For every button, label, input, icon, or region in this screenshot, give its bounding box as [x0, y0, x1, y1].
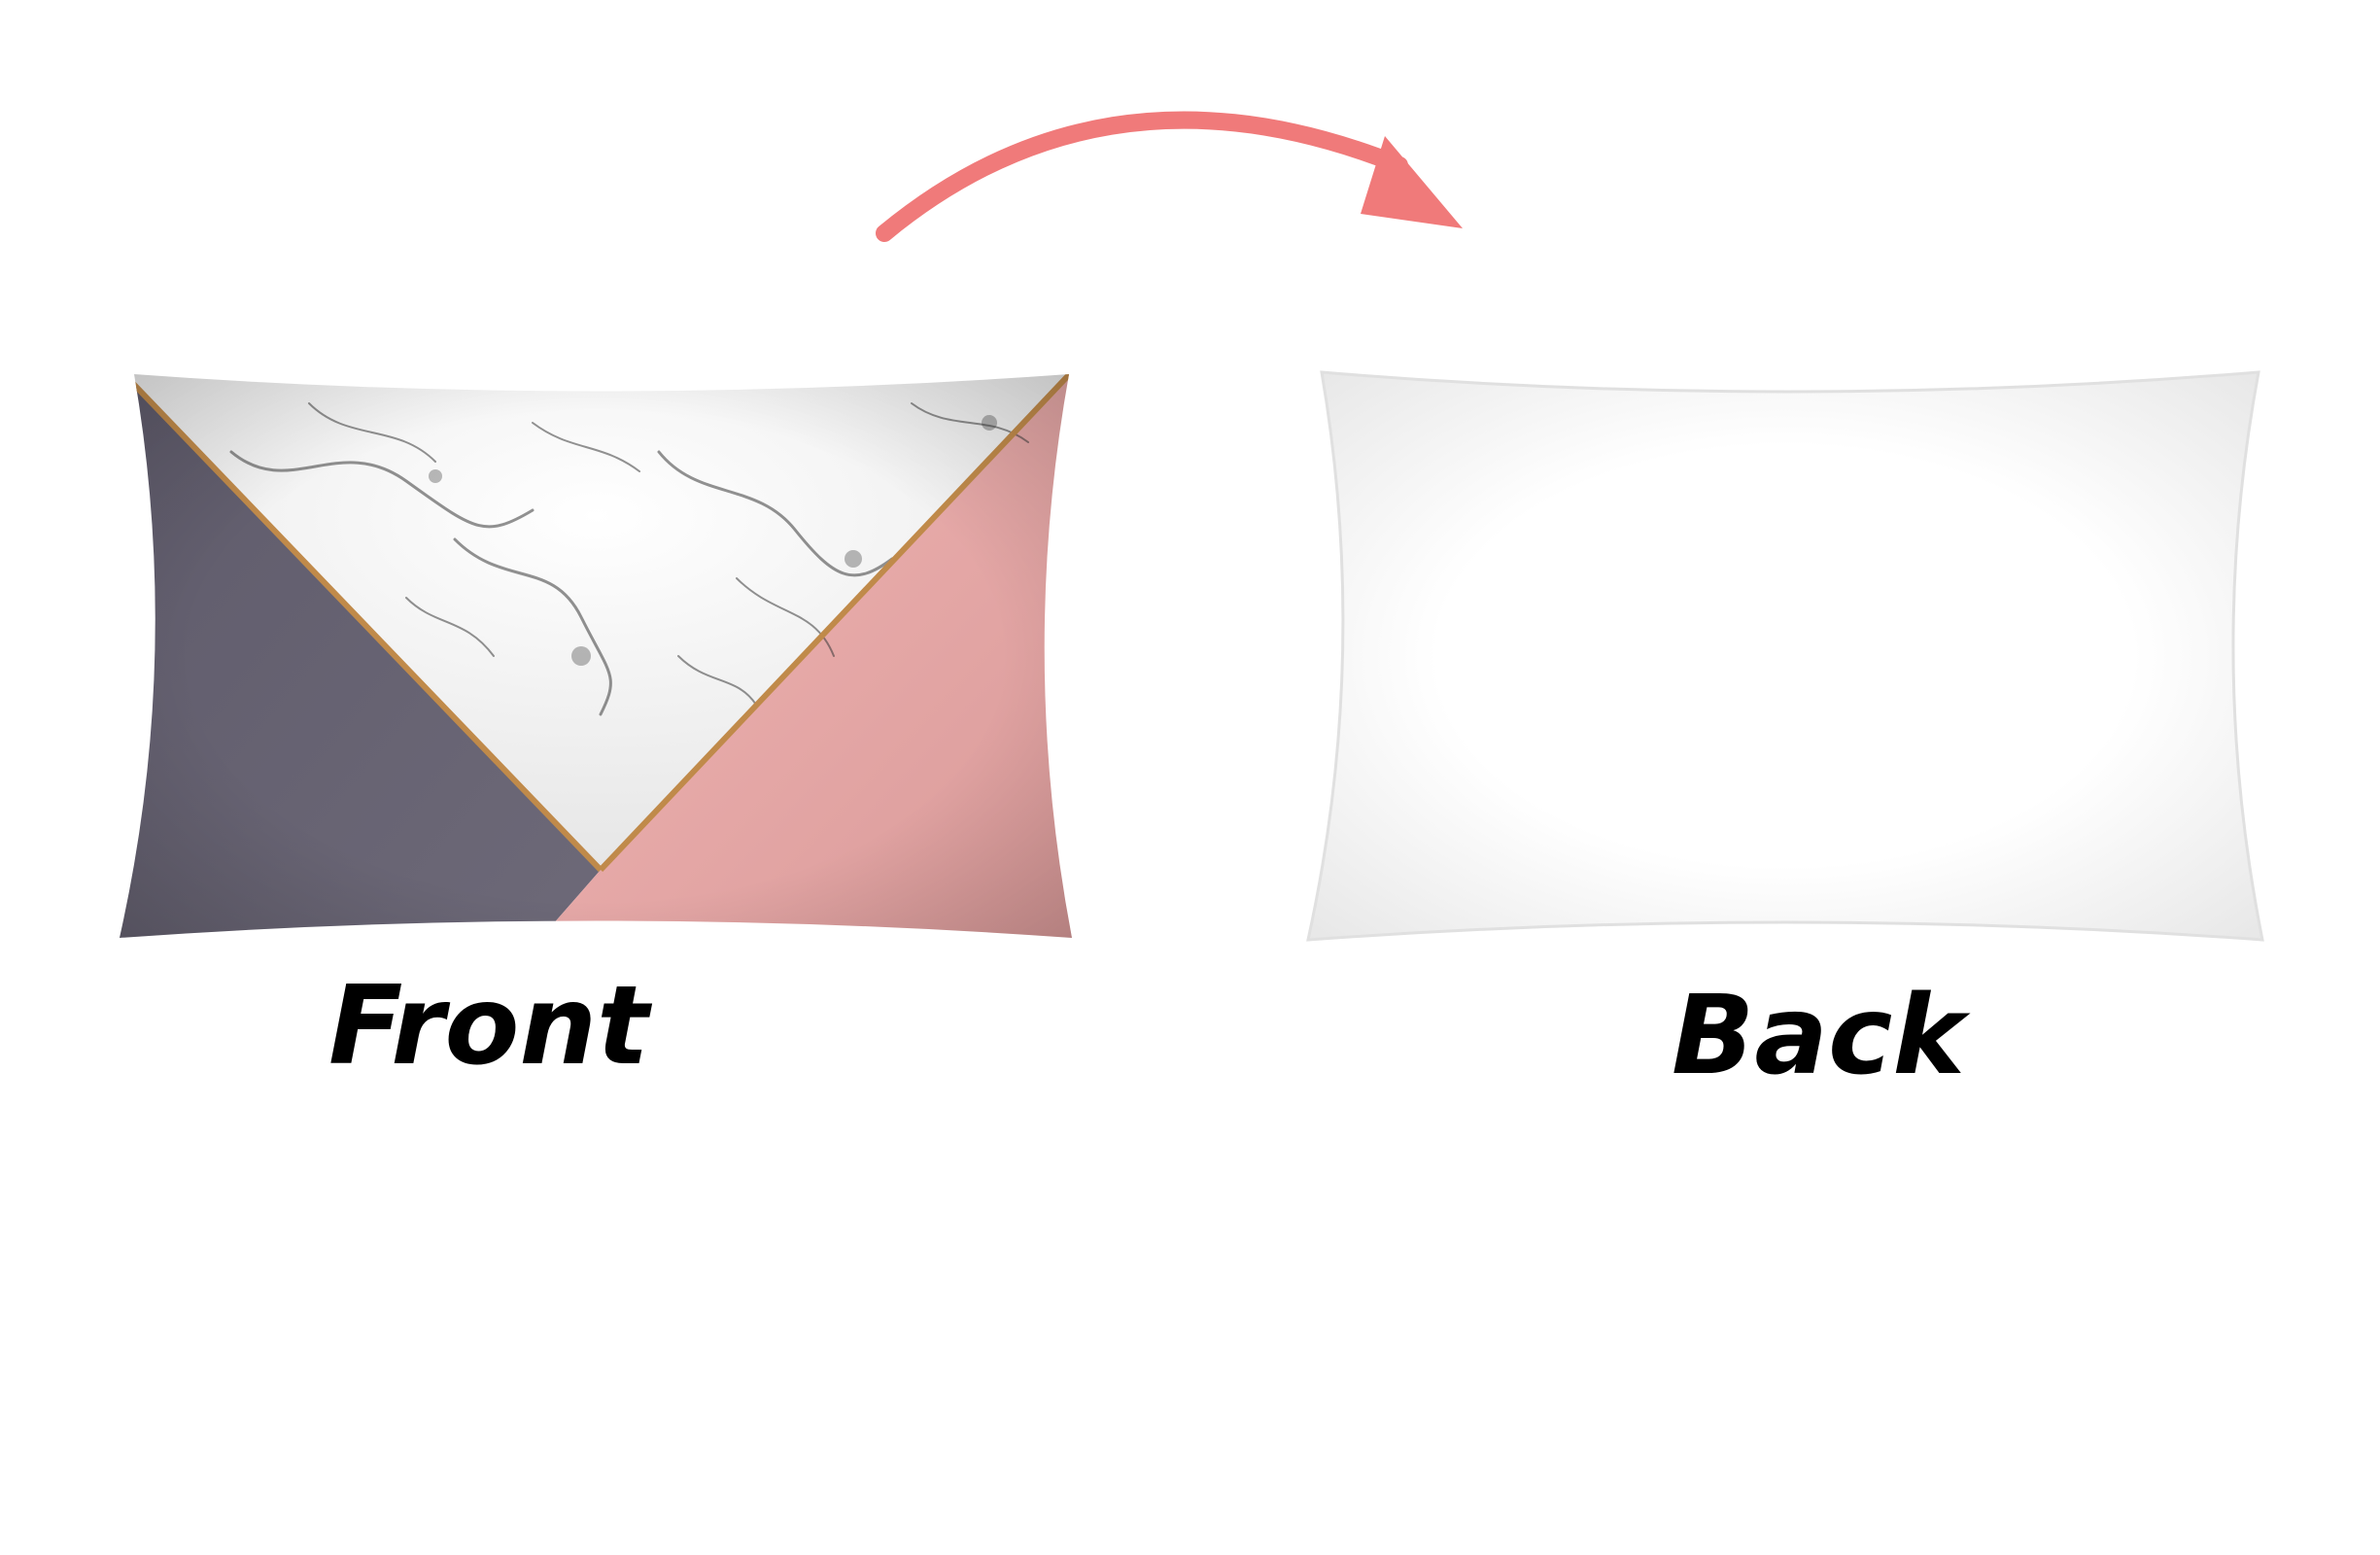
front-label: Front: [328, 963, 649, 1089]
pillow-front-image: [120, 374, 1072, 938]
curved-arrow-right-icon: [876, 111, 1463, 242]
pillow-back-image: [1306, 370, 2264, 942]
back-label: Back: [1672, 973, 1965, 1099]
